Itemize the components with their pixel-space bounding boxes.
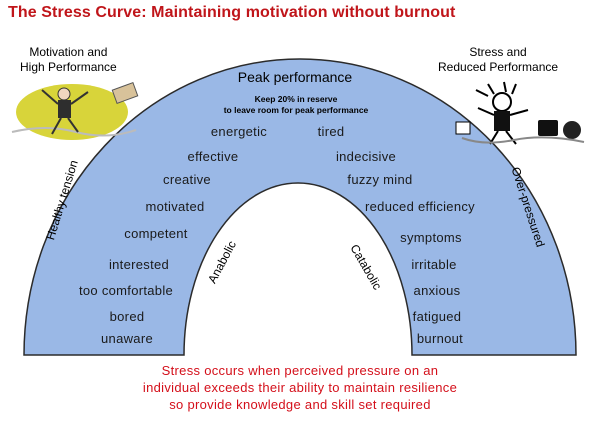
footer-message: Stress occurs when perceived pressure on… (0, 362, 600, 413)
left-state: too comfortable (79, 283, 173, 298)
reserve-note: Keep 20% in reserve to leave room for pe… (224, 94, 369, 116)
right-state: symptoms (400, 230, 462, 245)
left-state: creative (163, 172, 211, 187)
right-state: fatigued (413, 309, 462, 324)
left-corner-caption: Motivation and High Performance (20, 45, 117, 75)
right-state: reduced efficiency (365, 199, 475, 214)
right-state: burnout (417, 331, 463, 346)
stressed-person-chaos-icon (454, 80, 594, 150)
left-state: effective (188, 149, 239, 164)
left-state: energetic (211, 124, 267, 139)
left-state: unaware (101, 331, 153, 346)
left-state: bored (110, 309, 145, 324)
happy-jumping-person-icon (6, 80, 146, 150)
left-state: interested (109, 257, 169, 272)
left-state: motivated (145, 199, 204, 214)
right-state: fuzzy mind (347, 172, 412, 187)
right-state: indecisive (336, 149, 396, 164)
left-state: competent (124, 226, 187, 241)
right-corner-caption: Stress and Reduced Performance (438, 45, 558, 75)
right-state: tired (318, 124, 345, 139)
right-state: anxious (414, 283, 461, 298)
right-state: irritable (411, 257, 456, 272)
peak-performance-label: Peak performance (238, 69, 352, 85)
